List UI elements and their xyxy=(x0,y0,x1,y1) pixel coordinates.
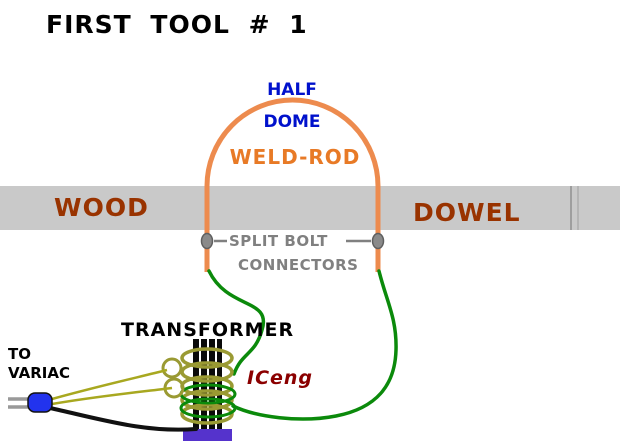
label-transformer: TRANSFORMER xyxy=(121,319,295,341)
green-wire-left xyxy=(207,269,266,376)
label-to-variac-line2: VARIAC xyxy=(8,364,70,382)
coil-loop xyxy=(180,361,234,383)
green-wire-right xyxy=(231,269,398,421)
label-signature: ICeng xyxy=(247,367,314,389)
olive-feed-wire-top xyxy=(51,368,168,401)
split-bolt-connector-right xyxy=(371,232,385,250)
olive-feed-wire-bottom xyxy=(51,386,173,406)
label-to-variac-line1: TO xyxy=(8,345,31,363)
primary-loop xyxy=(161,357,183,379)
green-coil-wrap xyxy=(179,397,237,419)
label-half: HALF xyxy=(267,80,317,100)
black-power-wire xyxy=(48,406,198,432)
label-connectors: CONNECTORS xyxy=(238,256,359,274)
diagram-title: FIRST TOOL # 1 xyxy=(46,10,308,39)
label-to-variac: TO VARIAC xyxy=(8,345,70,383)
label-split-bolt: SPLIT BOLT xyxy=(229,232,328,250)
label-dowel: DOWEL xyxy=(413,198,521,227)
wood-dowel-bar xyxy=(0,186,620,230)
label-dome: DOME xyxy=(263,112,321,132)
coil-loop xyxy=(180,389,234,411)
coil-loop xyxy=(180,403,234,425)
transformer-base xyxy=(183,429,232,441)
label-weld-rod: WELD-ROD xyxy=(229,145,361,169)
weld-rod-arch xyxy=(204,97,381,272)
label-wood: WOOD xyxy=(54,193,149,222)
plug-body xyxy=(27,392,53,413)
split-bolt-connector-left xyxy=(200,232,214,250)
coil-loop xyxy=(180,347,234,369)
